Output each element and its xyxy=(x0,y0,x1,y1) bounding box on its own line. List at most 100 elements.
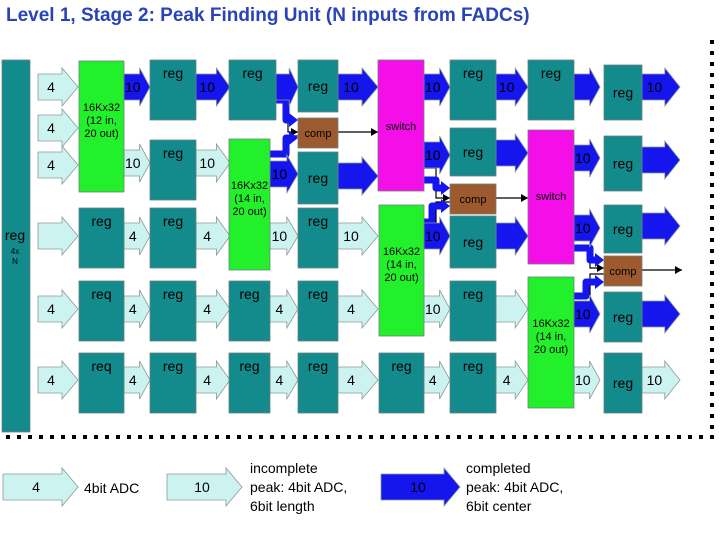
incomplete-peak-arrow xyxy=(195,142,231,184)
arrow-width-label: 10 xyxy=(425,147,441,163)
connector-arrowhead xyxy=(675,266,682,274)
register-label: reg xyxy=(163,65,183,81)
register-label: reg xyxy=(242,65,262,81)
register-block xyxy=(228,352,271,414)
completed-peak-arrow xyxy=(641,139,681,181)
register-label: reg xyxy=(308,78,328,94)
arrow-width-label: 4 xyxy=(503,372,511,388)
completed-peak-arrow xyxy=(195,66,231,108)
completed-route-row3b xyxy=(574,244,598,264)
incomplete-peak-arrow xyxy=(123,143,151,183)
adc-arrow xyxy=(123,289,151,329)
register-block xyxy=(149,59,197,121)
arrow-width-label: 10 xyxy=(425,79,441,95)
legend-complete-arrow-label: 10 xyxy=(410,479,426,495)
switch-block xyxy=(527,129,575,265)
input-register-sublabel: 4x xyxy=(11,247,19,256)
register-block xyxy=(149,207,197,269)
arrow-width-label: 10 xyxy=(575,306,591,322)
comparator-block xyxy=(297,117,339,149)
arrow-width-label: 10 xyxy=(343,79,359,95)
completed-peak-arrow xyxy=(423,67,451,107)
legend-complete-label: completed xyxy=(466,460,531,476)
completed-peak-arrow xyxy=(495,66,529,108)
arrow-width-label: 10 xyxy=(343,228,359,244)
adc-arrow xyxy=(337,288,379,330)
register-block xyxy=(149,352,197,414)
register-block xyxy=(297,151,339,205)
incomplete-peak-arrow xyxy=(641,359,681,401)
register-block xyxy=(378,352,425,414)
incomplete-peak-arrow xyxy=(495,288,529,330)
register-block xyxy=(603,204,643,254)
comparator-block xyxy=(603,255,643,287)
arrow-width-label: 4 xyxy=(129,372,137,388)
register-block xyxy=(297,280,339,342)
adc-arrow xyxy=(37,107,79,149)
register-block xyxy=(78,207,125,269)
register-label: reg xyxy=(463,286,483,302)
register-label: reg xyxy=(463,234,483,250)
register-label: reg xyxy=(613,156,633,172)
legend-complete-label: peak: 4bit ADC, xyxy=(466,479,563,495)
arrow-width-label: 4 xyxy=(203,372,211,388)
lut-outputs-label: 20 out) xyxy=(534,344,568,356)
arrow-width-label: 10 xyxy=(199,79,215,95)
adc-arrow xyxy=(123,360,151,400)
completed-peak-arrow xyxy=(573,138,601,178)
adc-arrow xyxy=(37,66,79,108)
adc-arrow xyxy=(269,359,299,401)
legend-complete-arrow xyxy=(380,466,461,508)
incomplete-peak-arrow xyxy=(423,289,451,329)
incomplete-peak-arrow xyxy=(269,215,299,257)
arrow-width-label: 4 xyxy=(47,120,55,136)
connector-arrowhead xyxy=(597,264,604,272)
lut-outputs-label: 20 out) xyxy=(232,206,266,218)
completed-peak-arrow xyxy=(573,294,601,334)
register-block xyxy=(297,207,339,269)
arrow-width-label: 4 xyxy=(429,372,437,388)
register-block xyxy=(527,59,575,121)
lut-size-label: 16Kx32 xyxy=(383,246,420,258)
completed-peak-arrow xyxy=(423,135,451,175)
lut-inputs-label: (14 in, xyxy=(234,193,265,205)
register-block xyxy=(449,59,497,121)
completed-peak-route-head xyxy=(289,131,298,145)
comparator-label: comp xyxy=(610,266,637,278)
arrow-width-label: 4 xyxy=(203,228,211,244)
arrow-width-label: 10 xyxy=(272,228,288,244)
register-block xyxy=(149,139,197,201)
lut-size-label: 16Kx32 xyxy=(83,102,120,114)
register-label: reg xyxy=(91,213,111,229)
register-block xyxy=(78,352,125,414)
arrow-width-label: 10 xyxy=(575,372,591,388)
adc-arrow xyxy=(269,288,299,330)
lut-memory-block xyxy=(527,276,575,409)
incomplete-peak-arrow xyxy=(573,360,601,400)
completed-route-row2 xyxy=(270,134,292,158)
switch-block xyxy=(377,59,425,192)
completed-peak-arrow xyxy=(495,132,529,174)
adc-arrow xyxy=(195,359,231,401)
legend-incomplete-arrow xyxy=(166,466,243,508)
arrow-width-label: 4 xyxy=(47,372,55,388)
register-label: reg xyxy=(613,85,633,101)
incomplete-peak-arrow xyxy=(337,215,379,257)
arrow-width-label: 10 xyxy=(575,220,591,236)
adc-arrow xyxy=(37,359,79,401)
register-block xyxy=(297,352,339,414)
arrow-width-label: 4 xyxy=(276,372,284,388)
register-block xyxy=(228,59,277,121)
legend-incomplete-label: peak: 4bit ADC, xyxy=(250,479,347,495)
arrow-width-label: 10 xyxy=(647,79,663,95)
arrow-width-label: 4 xyxy=(347,372,355,388)
register-label: reg xyxy=(613,221,633,237)
completed-route-row4 xyxy=(574,278,598,300)
register-block xyxy=(603,135,643,192)
adc-arrow xyxy=(423,360,451,400)
legend-complete-label: 6bit center xyxy=(466,498,532,514)
lut-outputs-label: 20 out) xyxy=(84,128,118,140)
adc-arrow xyxy=(37,215,79,257)
register-block xyxy=(449,280,497,342)
